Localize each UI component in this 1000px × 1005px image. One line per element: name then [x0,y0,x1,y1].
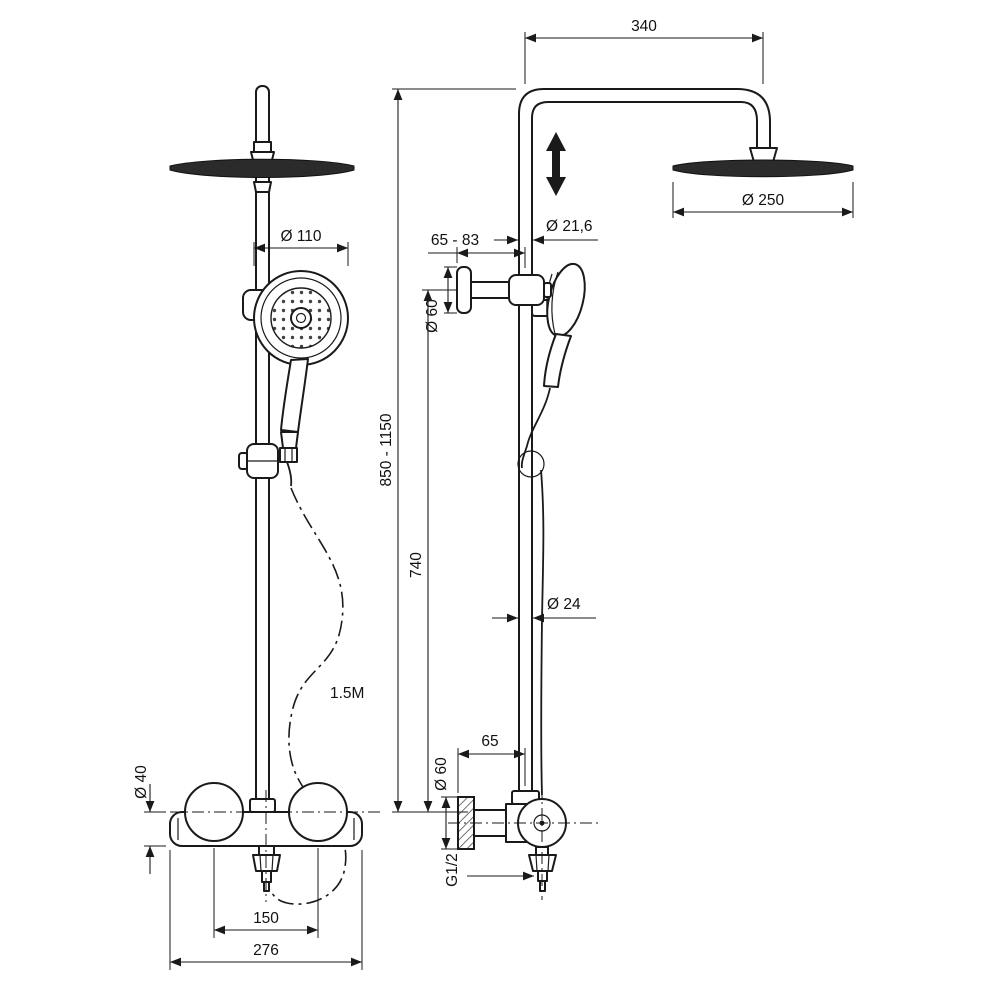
dim-label-riser-diameter-top: Ø 21,6 [546,218,593,235]
front-hand-shower [242,270,349,487]
hand-shower-handle-cone [280,431,299,449]
dim-overall-height-range: 850 - 1150 [378,88,516,813]
side-shower-arm [518,88,854,178]
dim-label-inlet-spacing: 150 [253,910,279,927]
dim-label-arm-projection: 340 [631,18,657,35]
dim-label-hose-length: 1.5M [330,685,364,702]
bracket-pipe-clamp [508,274,545,306]
side-hose-loop [517,450,545,478]
bracket-clamp-screw [543,282,552,298]
side-hand-shower-head [546,262,586,338]
riser-union-nut [249,798,276,813]
dim-label-overall-height-range: 850 - 1150 [378,413,395,486]
bracket-wall-flange [456,266,472,314]
dim-valve-body-diameter: Ø 40 [133,765,166,874]
front-hand-shower-hose [270,487,347,905]
side-hose-lower [540,469,545,796]
dim-label-valve-flange-diameter: Ø 60 [433,757,450,791]
dim-inlet-spacing: 150 [213,848,319,938]
bracket-arm [470,281,512,299]
dim-valve-width: 276 [169,850,363,970]
dim-label-valve-body-diameter: Ø 40 [133,765,150,799]
dim-label-overhead-diameter: Ø 250 [742,192,785,209]
dim-bracket-height: 740 [408,289,456,812]
front-head-collar [253,141,272,153]
dim-label-handshower-diameter: Ø 110 [280,228,321,245]
front-slider-clamp [238,443,279,479]
dim-riser-diameter-top: Ø 21,6 [494,218,598,245]
front-mixer-valve [148,782,384,902]
dim-label-bracket-flange-diameter: Ø 60 [424,299,441,333]
dim-bracket-flange-diameter: Ø 60 [424,266,457,333]
dim-valve-flange-diameter: Ø 60 [433,757,458,850]
side-mixer-valve [448,786,600,900]
front-overhead-shower [169,141,355,193]
front-view: Ø 110 1.5M Ø 40 150 276 [133,85,384,970]
dim-label-valve-wall-offset: 65 [481,733,498,750]
height-adjust-arrow-icon [546,132,566,196]
side-wall-bracket [456,266,552,314]
side-hand-shower-handle [543,333,572,388]
side-hand-shower [517,262,586,796]
hose-start [286,461,293,487]
hand-shower-center-button [290,307,312,329]
dim-outlet-thread: G1/2 [444,853,534,887]
dim-label-bracket-height: 740 [408,552,425,578]
front-overhead-disc [169,158,355,178]
hand-shower-handle [280,358,309,433]
dim-label-wall-to-riser-offset: 65 - 83 [431,232,479,249]
hand-shower-hose-nut [279,447,298,463]
dim-label-outlet-thread: G1/2 [444,853,461,887]
side-hose-upper [520,387,551,469]
side-view: 340 Ø 250 Ø 21,6 65 - 83 Ø 6 [378,18,854,900]
dim-handshower-diameter: Ø 110 [253,228,349,266]
hand-shower-head-ring [260,277,342,359]
dim-valve-wall-offset: 65 [457,733,526,793]
dim-label-valve-width: 276 [253,942,279,959]
side-overhead-disc [672,159,854,178]
dim-overhead-diameter: Ø 250 [672,182,854,218]
front-head-lower-fitting [253,181,272,193]
hand-shower-center-dot [295,312,307,324]
dim-wall-to-riser-offset: 65 - 83 [428,232,526,268]
dim-label-riser-diameter: Ø 24 [547,596,581,613]
dim-riser-diameter: Ø 24 [492,596,596,623]
dim-arm-projection: 340 [524,18,764,84]
